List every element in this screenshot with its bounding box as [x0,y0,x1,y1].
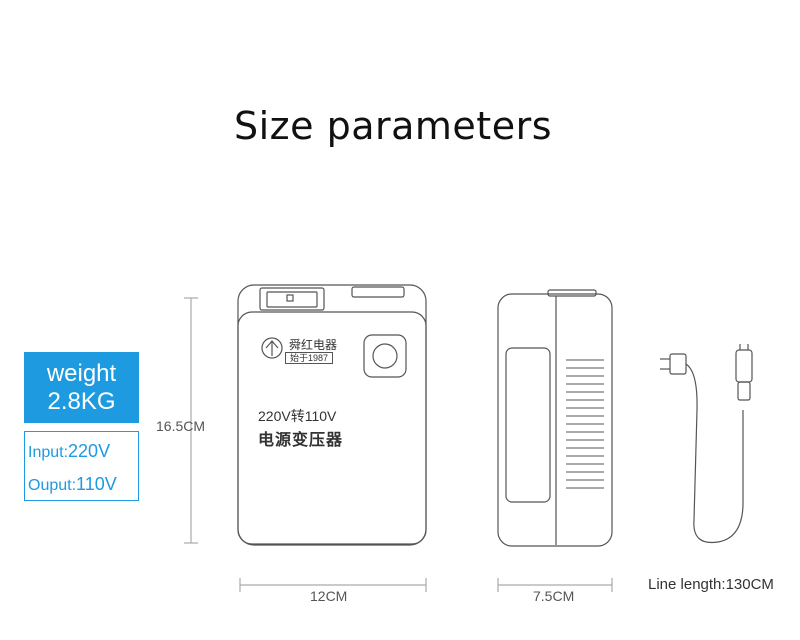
weight-value: 2.8KG [47,388,116,415]
brand-logo-icon [261,337,283,359]
input-label: Input: [28,444,69,461]
transformer-front-view [237,284,427,546]
device-name-label: 电源变压器 [258,432,344,449]
height-dimension-line [184,297,198,544]
input-value: 220V [68,441,111,461]
device-since-label: 始于1987 [285,352,334,364]
input-spec: Input:220V [28,441,110,462]
side-vent-icon [566,359,604,489]
weight-label: weight [46,360,117,387]
height-label: 16.5CM [156,418,206,434]
weight-badge: weight 2.8KG [24,352,139,423]
device-conversion-label: 220V转110V [258,408,337,424]
depth-dimension-line [497,578,613,592]
power-button-icon [363,334,407,378]
output-value: 110V [76,474,117,494]
width-label: 12CM [310,588,348,604]
width-dimension-line [239,578,427,592]
voltage-spec-box: Input:220V Ouput:110V [24,431,139,501]
power-cable-icon [660,344,753,544]
transformer-side-view [497,289,613,547]
depth-label: 7.5CM [533,588,575,604]
device-brand-label: 舜红电器 [289,338,338,352]
cable-length-label: Line length:130CM [648,576,774,593]
output-spec: Ouput:110V [28,474,117,495]
output-label: Ouput: [28,477,77,494]
page-title: Size parameters [234,104,552,148]
